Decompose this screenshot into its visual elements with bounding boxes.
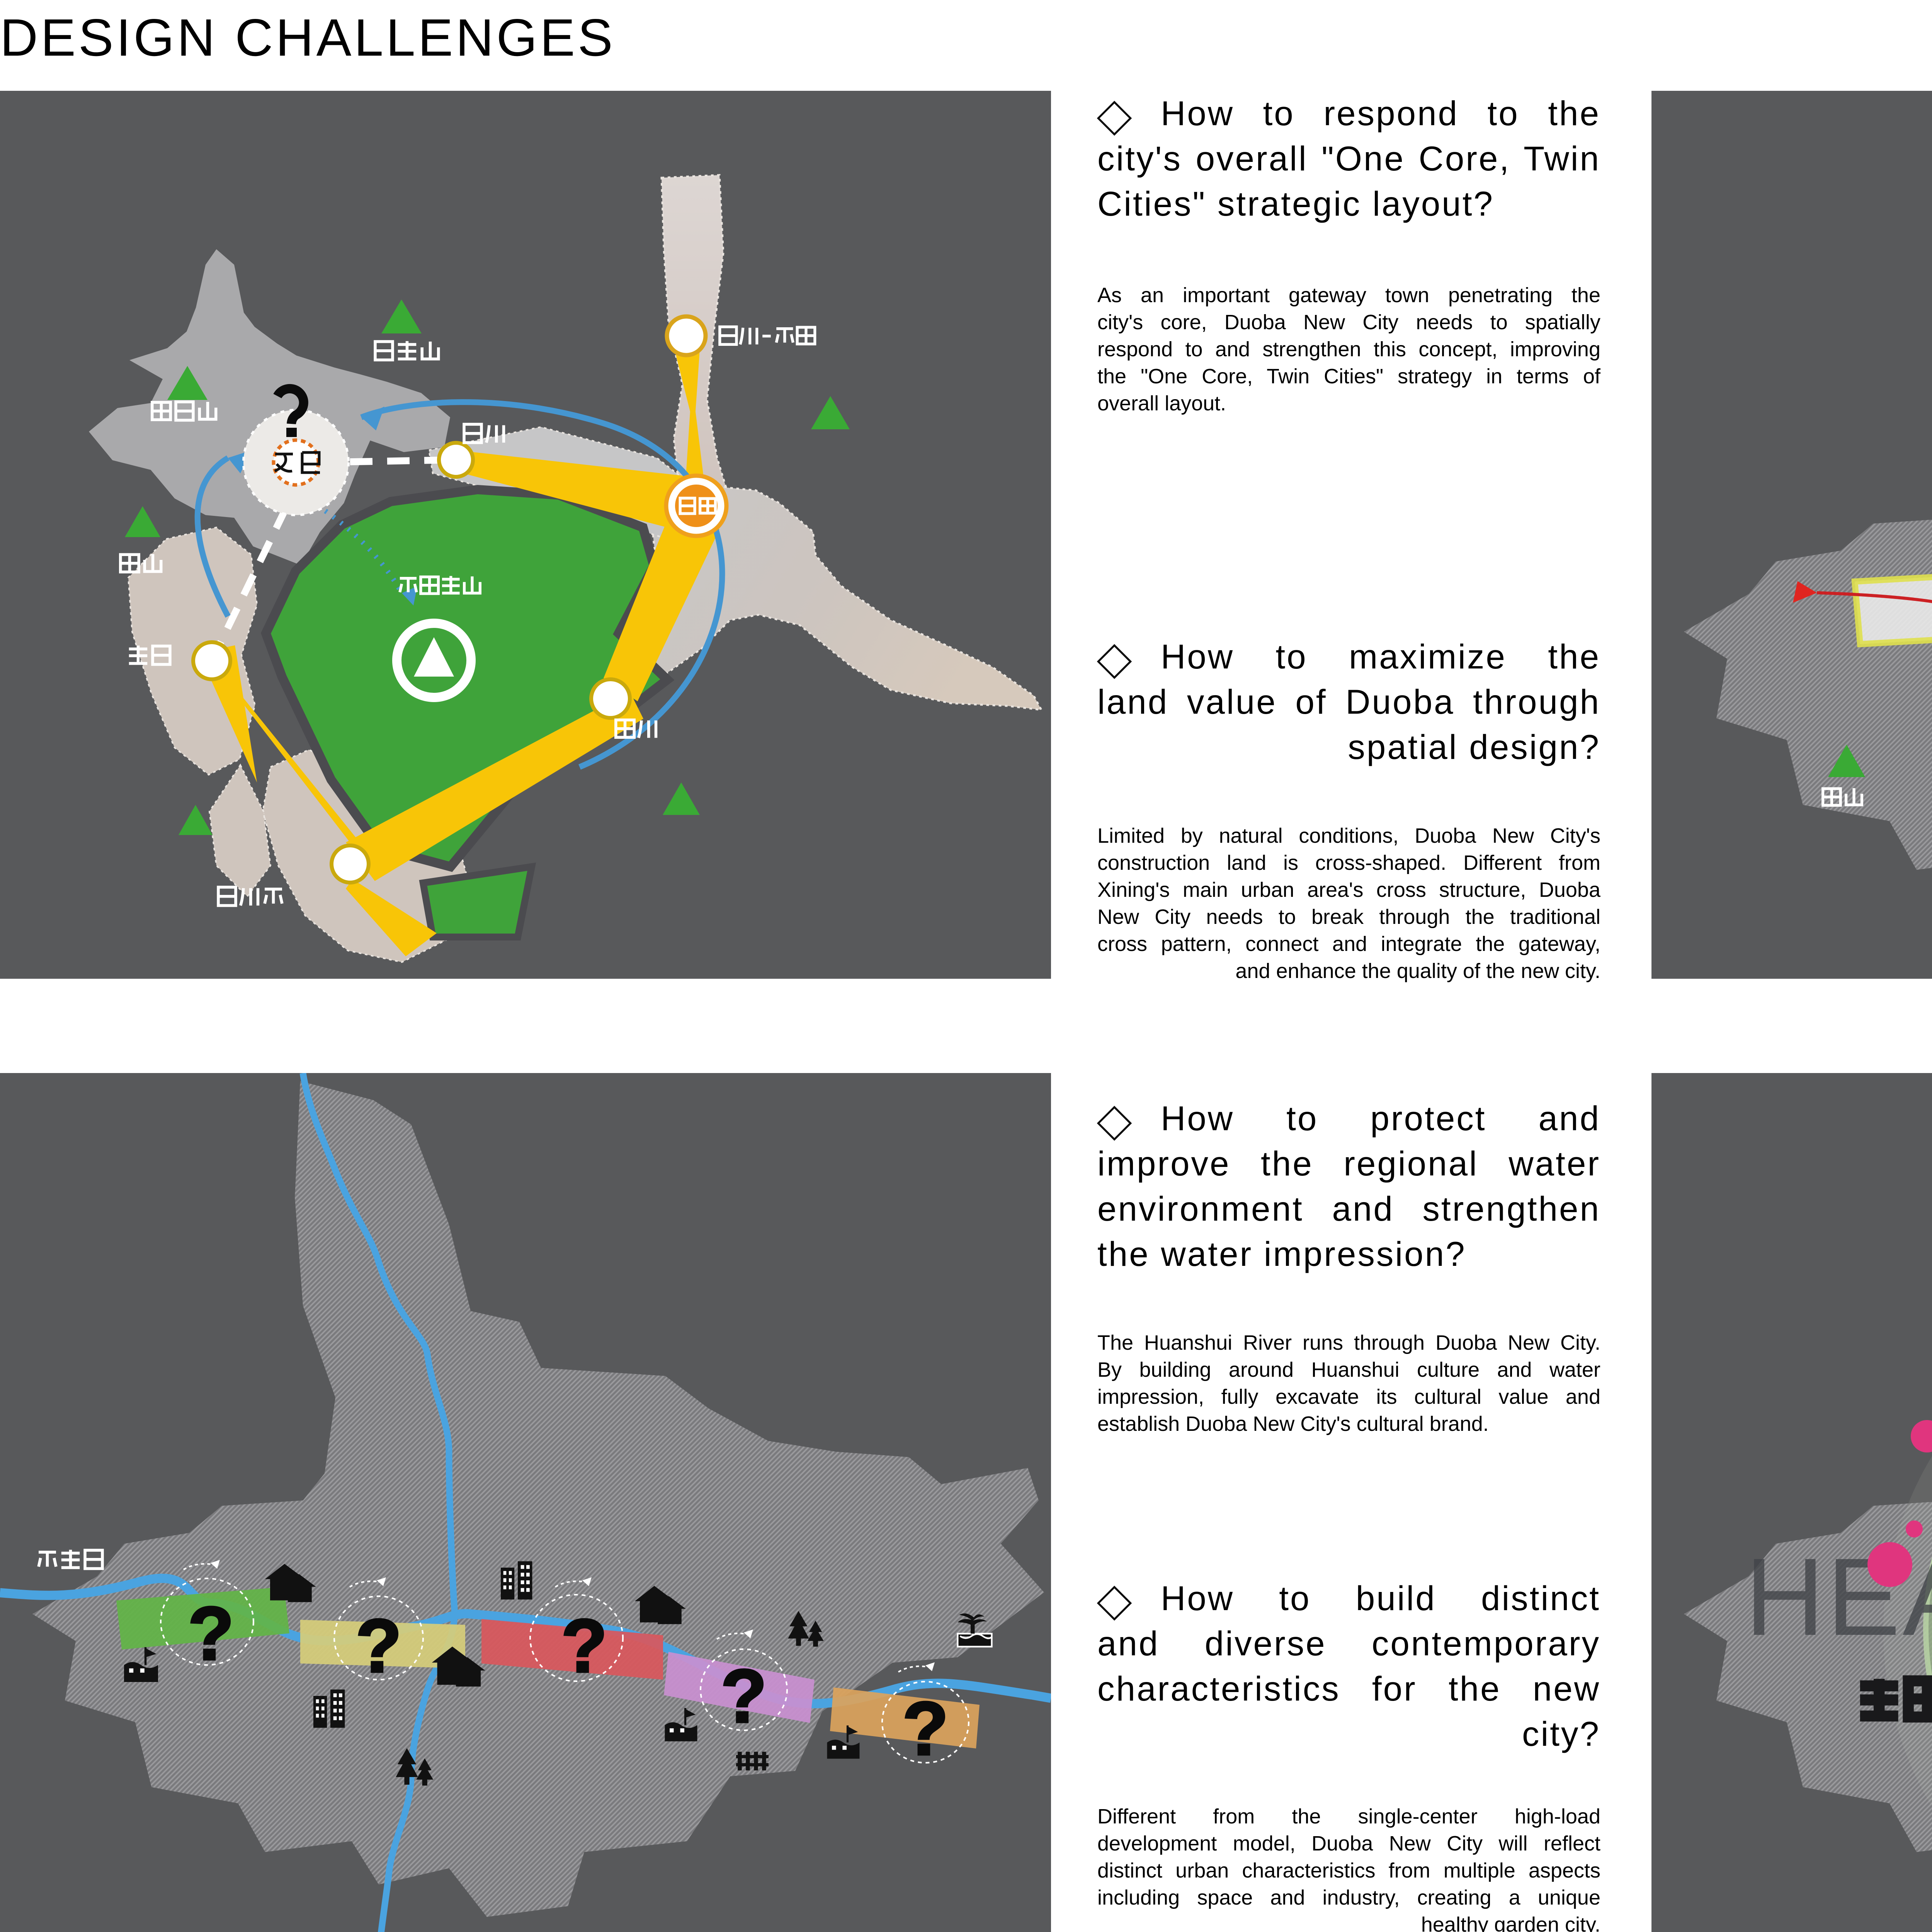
svg-text:?: ? [355, 1604, 402, 1688]
svg-text:?: ? [188, 1591, 234, 1676]
svg-text:?: ? [721, 1654, 767, 1738]
svg-text:?: ? [561, 1604, 607, 1688]
svg-text:?: ? [902, 1686, 949, 1771]
